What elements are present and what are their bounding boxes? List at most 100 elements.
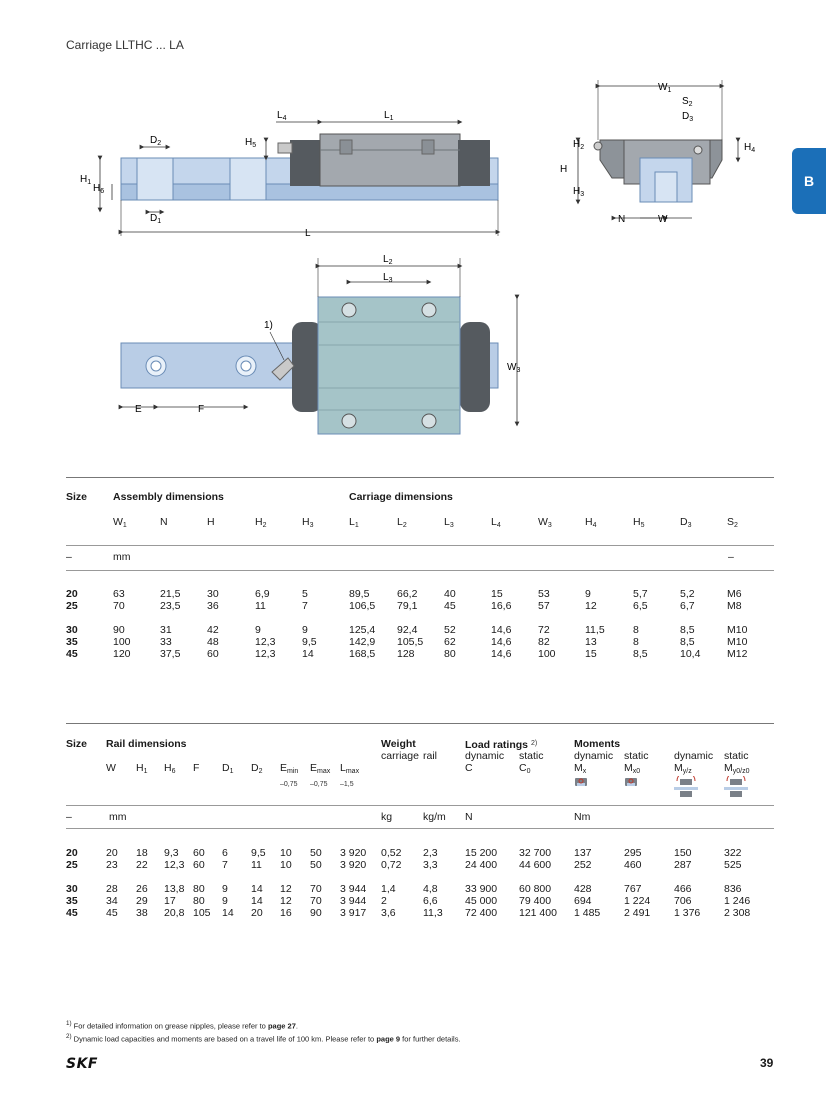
label-d3: D3 [682,111,693,123]
table1-header-rule [66,545,774,546]
table1-unit-dash: – [66,551,72,563]
footnote-2: 2) Dynamic load capacities and moments a… [66,1032,461,1045]
front-view [575,80,741,221]
table2-cell: 1 376 [674,907,701,919]
footnote-2-link[interactable]: page 9 [376,1034,401,1043]
table2-cell: 9,5 [251,847,266,859]
table2-load-static: static [519,750,544,762]
table1-cell: 23,5 [160,600,181,612]
table1-cell: 82 [538,636,550,648]
table1-cell: 12,3 [255,648,276,660]
label-w1: W1 [658,82,671,94]
table1-cell: 6,9 [255,588,270,600]
label-h3: H3 [573,186,584,198]
skf-logo: SKF [66,1056,98,1072]
table2-weight-header: Weight [381,738,416,750]
table2-cell: 70 [310,895,322,907]
footnotes: 1) For detailed information on grease ni… [66,1019,461,1044]
table1-size-cell: 25 [66,600,78,612]
table1-cell: 60 [207,648,219,660]
table2-weight-carriage: carriage [381,750,419,762]
table1-col-d3: D3 [680,516,692,529]
table2-cell: 60 [193,859,205,871]
table1-col-w1: W1 [113,516,127,529]
table1-cell: 92,4 [397,624,418,636]
table2-cell: 72 400 [465,907,498,919]
table2-tolerance: –0,75 [280,781,298,788]
table2-cell: 20 [251,907,263,919]
label-l3: L3 [383,272,393,284]
label-d2: D2 [150,135,161,147]
table1-col-l4: L4 [491,516,501,529]
label-h1: H1 [80,174,91,186]
table2-cell: 18 [136,847,148,859]
table2-col-emax: Emax [310,762,331,775]
footnote-1-link[interactable]: page 27 [267,1021,296,1031]
table2-cell: 14 [251,895,263,907]
table1-cell: 9 [302,624,308,636]
table1-cell: 8 [633,636,639,648]
table2-cell: 38 [136,907,148,919]
table2-tolerance: –0,75 [310,781,328,788]
label-l2: L2 [383,254,393,266]
table2-unit-mm: mm [109,811,127,823]
table2-col-w: W [106,762,116,774]
moment-mx-icon [575,778,587,786]
section-tab-b[interactable]: B [792,148,826,214]
table2-top-rule [66,723,774,724]
table1-size-cell: 35 [66,636,78,648]
table1-cell: 30 [207,588,219,600]
table2-tolerance: –1,5 [340,781,354,788]
table2-cell: 29 [136,895,148,907]
table2-size-cell: 25 [66,859,78,871]
table2-cell: 836 [724,883,742,895]
table1-col-h: H [207,516,215,528]
table1-size-cell: 30 [66,624,78,636]
table2-cell: 3 944 [340,895,367,907]
table2-cell: 12,3 [164,859,185,871]
table2-moment-my0z0: My0/z0 [724,762,750,775]
table2-col-d1: D1 [222,762,234,775]
table2-cell: 9 [222,883,228,895]
table1-cell: 8,5 [633,648,648,660]
table2-rail-header: Rail dimensions [106,738,187,750]
table2-size-header: Size [66,738,88,750]
side-view [97,119,501,236]
table1-cell: 6,7 [680,600,695,612]
table2-cell: 79 400 [519,895,552,907]
table1-cell: 66,2 [397,588,418,600]
table1-cell: 8 [633,624,639,636]
table1-cell: 120 [113,648,131,660]
table2-size-cell: 45 [66,907,78,919]
table2-cell: 23 [106,859,118,871]
table1-cell: 5,2 [680,588,695,600]
label-h4: H4 [744,142,755,154]
table2-col-d2: D2 [251,762,263,775]
table1-cell: 33 [160,636,172,648]
table1-col-l3: L3 [444,516,454,529]
moment-mx0-icon [625,778,637,786]
label-n: N [618,214,625,225]
table2-cell: 60 800 [519,883,552,895]
table2-cell: 20,8 [164,907,185,919]
table2-header-rule [66,805,774,806]
table1-cell: 5,7 [633,588,648,600]
table1-cell: 52 [444,624,456,636]
table2-cell: 34 [106,895,118,907]
table2-cell: 22 [136,859,148,871]
table2-cell: 70 [310,883,322,895]
table2-cell: 3 920 [340,859,367,871]
table2-cell: 80 [193,895,205,907]
table2-cell: 11,3 [423,907,443,919]
table2-cell: 3,6 [381,907,396,919]
table1-top-rule [66,477,774,478]
table1-cell: 106,5 [349,600,376,612]
table2-cell: 50 [310,847,322,859]
table1-cell: 100 [538,648,556,660]
table2-col-h1: H1 [136,762,148,775]
table2-moment-dyn2: dynamic [674,750,714,762]
table2-cell: 694 [574,895,592,907]
table2-cell: 33 900 [465,883,498,895]
table2-cell: 14 [251,883,263,895]
table1-cell: M8 [727,600,742,612]
